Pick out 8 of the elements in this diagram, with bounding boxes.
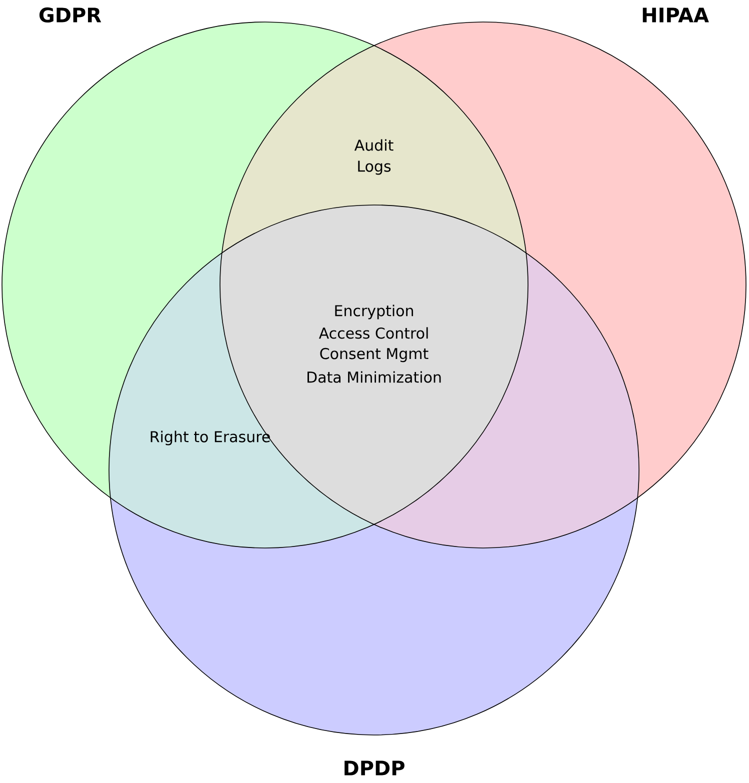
region-label: Data Minimization [308, 371, 441, 383]
set-label: HIPAA [642, 8, 709, 22]
region-label: Encryption [335, 304, 414, 320]
region-label: Consent Mgmt [320, 348, 428, 362]
set-label: DPDP [344, 760, 404, 776]
region-label: Access Control [318, 327, 428, 339]
region-label: Audit Logs [354, 139, 394, 175]
set-label: GDPR [39, 7, 102, 23]
